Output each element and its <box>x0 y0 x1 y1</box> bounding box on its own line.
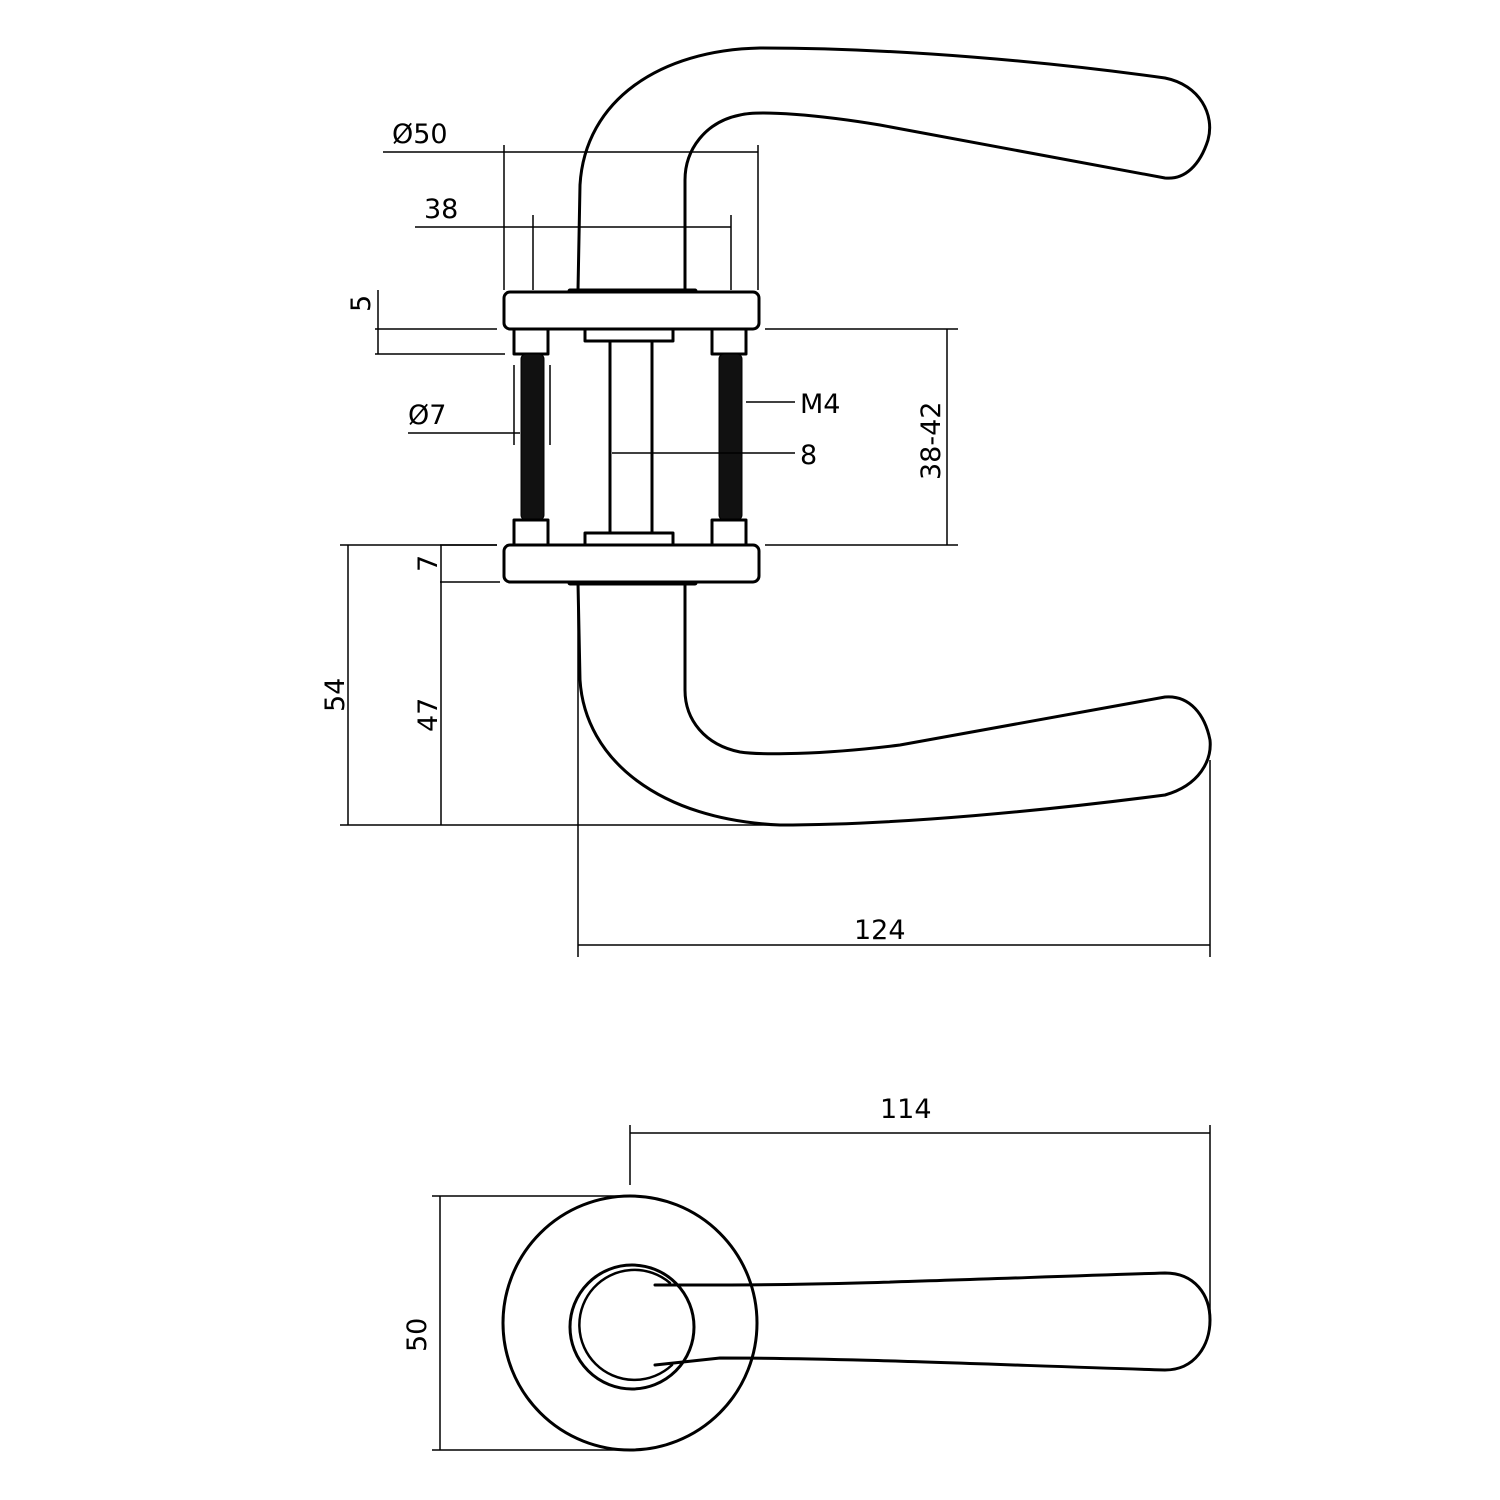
dim-screw-spacing: 38 <box>424 194 458 225</box>
lever-top-view-outline <box>653 1271 1212 1372</box>
upper-right-boss <box>710 327 748 356</box>
lever-collar-outer <box>568 1263 696 1391</box>
upper-lever-outline <box>576 46 1212 292</box>
right-screw-thread <box>718 353 743 521</box>
lower-left-boss <box>512 518 550 547</box>
lower-right-boss <box>710 518 748 547</box>
dim-spindle: 8 <box>800 440 817 471</box>
upper-left-boss <box>512 327 550 356</box>
dim-rosette-diameter-top: 50 <box>402 1318 433 1352</box>
dimension-lines <box>340 145 1211 1451</box>
left-screw-thread <box>520 353 545 521</box>
spindle <box>608 339 654 535</box>
dim-rosette-height: 7 <box>413 555 444 572</box>
dim-boss-diameter: Ø7 <box>408 400 446 431</box>
dim-cap-height: 5 <box>346 295 377 312</box>
dim-lever-projection: 47 <box>413 698 444 732</box>
lever-collar-inner <box>578 1268 674 1382</box>
lower-spindle-plate <box>583 531 675 547</box>
lower-rosette <box>502 543 761 584</box>
dim-lever-length-side: 124 <box>854 915 906 946</box>
rosette-top-view <box>501 1194 759 1452</box>
dim-total-projection: 54 <box>320 678 351 712</box>
lower-lever-outline <box>576 581 1212 827</box>
dim-rosette-diameter: Ø50 <box>392 119 448 150</box>
dim-door-thickness: 38-42 <box>916 402 947 480</box>
dim-screw-thread: M4 <box>800 389 840 420</box>
upper-rosette <box>502 290 761 331</box>
dim-lever-length-top: 114 <box>880 1094 932 1125</box>
upper-spindle-plate <box>583 327 675 343</box>
